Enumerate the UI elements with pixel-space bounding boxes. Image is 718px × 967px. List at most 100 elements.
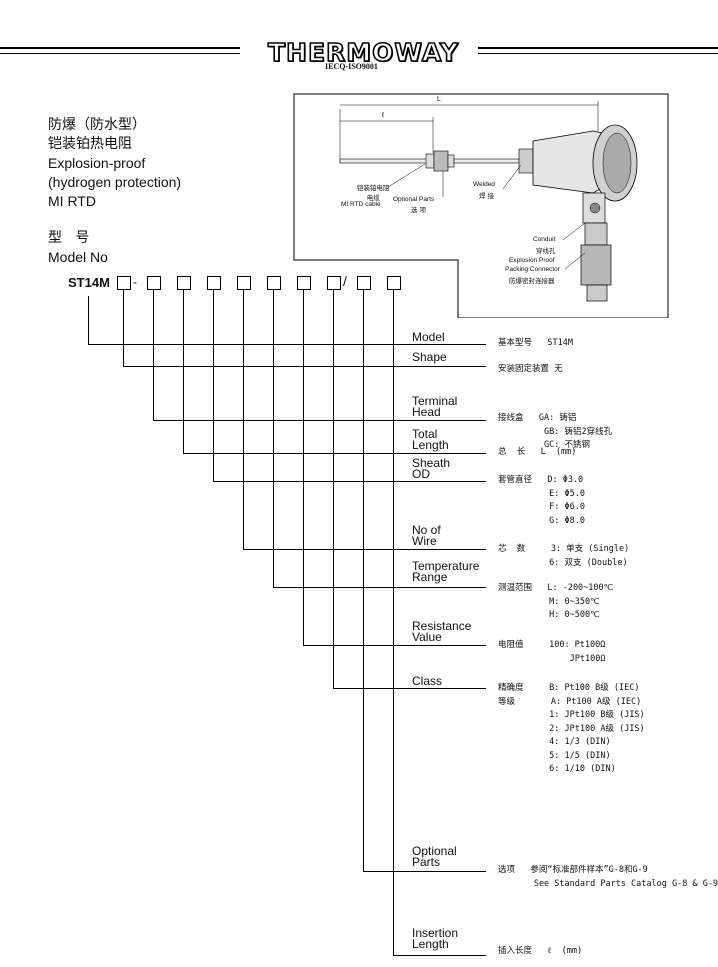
optional-parts-label: Optional Parts	[393, 196, 435, 203]
code-box-3	[177, 276, 191, 290]
tree-vline	[333, 289, 334, 688]
code-box-4	[207, 276, 221, 290]
row-label-line1: Model	[412, 330, 445, 344]
title-cn-line2: 铠装铂热电阻	[48, 136, 132, 152]
title-cn-line1: 防爆（防水型）	[48, 117, 146, 133]
tree-vline	[243, 289, 244, 549]
welded-label: Welded	[473, 181, 495, 188]
welded-cn: 焊 接	[479, 192, 495, 200]
row-label-line2: OD	[412, 467, 430, 481]
row-label-line1: Total	[412, 427, 438, 441]
row-label: Model	[412, 330, 445, 344]
tree-hline	[153, 420, 486, 421]
tree-vline	[153, 289, 154, 420]
row-label-line1: Sheath	[412, 456, 451, 470]
row-label-line2: Length	[412, 438, 449, 452]
product-diagram: L ℓ 铠装铂电阻 电缆 MI RTD cable Optional Parts…	[293, 93, 669, 318]
tree-hline	[333, 688, 486, 689]
row-label-line2: Range	[412, 570, 448, 584]
row-label-line2: Head	[412, 405, 441, 419]
row-label-line1: Insertion	[412, 926, 459, 940]
model-code: ST14M	[68, 275, 110, 290]
code-box-9	[357, 276, 371, 290]
row-label-line2: Value	[412, 630, 442, 644]
row-label: Shape	[412, 350, 447, 364]
tree-hline	[243, 549, 486, 550]
row-options: 基本型号 ST14M	[498, 338, 573, 348]
header-rule-left	[0, 47, 240, 54]
dimension-l-label: ℓ	[382, 112, 385, 119]
row-label-line1: Class	[412, 674, 443, 688]
optional-parts-cn: 选 项	[411, 206, 427, 214]
tree-vline	[363, 289, 364, 871]
row-options: 选项 参阅“标准部件样本”G-8和G-9 See Standard Parts …	[498, 865, 718, 889]
tree-hline	[183, 453, 486, 454]
dimension-L-label: L	[437, 96, 441, 103]
row-label-line2: Parts	[412, 855, 441, 869]
tree-vline	[88, 296, 89, 344]
title-en-line3: MI RTD	[48, 193, 96, 209]
cable-cn-label: 铠装铂电阻 电缆	[357, 184, 390, 202]
row-label-line1: Temperature	[412, 559, 480, 573]
row-options: 测温范围 L: -200~100℃ M: 0~350℃ H: 0~500℃	[498, 583, 614, 620]
conduit-label: Conduit	[533, 236, 556, 243]
tree-vline	[123, 289, 124, 366]
row-label-line1: Shape	[412, 350, 447, 364]
tree-vline	[213, 289, 214, 481]
row-label-line1: Optional	[412, 844, 457, 858]
model-no-heading: 型 号 Model No	[48, 229, 108, 267]
tree-hline	[88, 344, 486, 345]
row-options: 电阻值 100: Pt100Ω JPt100Ω	[498, 640, 606, 664]
diagram-svg	[293, 93, 669, 318]
tree-vline	[273, 289, 274, 587]
row-label-line2: Length	[412, 937, 449, 951]
tree-hline	[123, 366, 486, 367]
title-en-line1: Explosion-proof	[48, 155, 146, 171]
row-label-line1: No of	[412, 523, 441, 537]
tree-hline	[303, 645, 486, 646]
tree-hline	[393, 955, 486, 956]
tree-vline	[393, 289, 394, 955]
code-box-2	[147, 276, 161, 290]
row-options: 套管直径 D: Φ3.0 E: Φ5.0 F: Φ6.0 G: Φ8.0	[498, 475, 585, 526]
row-label-line1: Resistance	[412, 619, 472, 633]
row-options: 接线盒 GA: 铸铝 GB: 铸铝2穿线孔 GC: 不锈钢	[498, 413, 613, 450]
packing-cn: 防爆密封连接器	[509, 277, 555, 285]
packing-label-1: Explosion Proof	[509, 257, 555, 264]
row-options: 总 长 L (mm)	[498, 447, 577, 457]
tree-vline	[303, 289, 304, 645]
brand-logo: THERMOWAY	[267, 37, 459, 68]
row-options: 插入长度 ℓ (mm)	[498, 946, 583, 956]
row-label-line1: Terminal	[412, 394, 458, 408]
code-box-7	[297, 276, 311, 290]
tree-hline	[213, 481, 486, 482]
product-title: 防爆（防水型） 铠装铂热电阻 Explosion-proof (hydrogen…	[48, 116, 181, 211]
code-box-6	[267, 276, 281, 290]
code-box-1	[117, 276, 131, 290]
row-options: 精确度 B: Pt100 B级 (IEC) 等级 A: Pt100 A级 (IE…	[498, 683, 645, 774]
tree-hline	[273, 587, 486, 588]
row-options: 安装固定装置 无	[498, 364, 563, 374]
code-box-8	[327, 276, 341, 290]
code-box-10	[387, 276, 401, 290]
packing-label-2: Packing Connector	[505, 266, 560, 273]
code-slash: /	[343, 273, 347, 289]
model-no-cn: 型 号	[48, 230, 90, 246]
cable-en-label: MI RTD cable	[341, 201, 381, 208]
code-box-5	[237, 276, 251, 290]
conduit-cn: 穿线孔	[536, 247, 556, 255]
row-label-line2: Wire	[412, 534, 437, 548]
tree-vline	[183, 289, 184, 453]
row-label: Class	[412, 674, 443, 688]
title-en-line2: (hydrogen protection)	[48, 174, 182, 190]
code-dash: -	[133, 275, 137, 289]
certification-text: IECQ-ISO9001	[325, 62, 378, 71]
